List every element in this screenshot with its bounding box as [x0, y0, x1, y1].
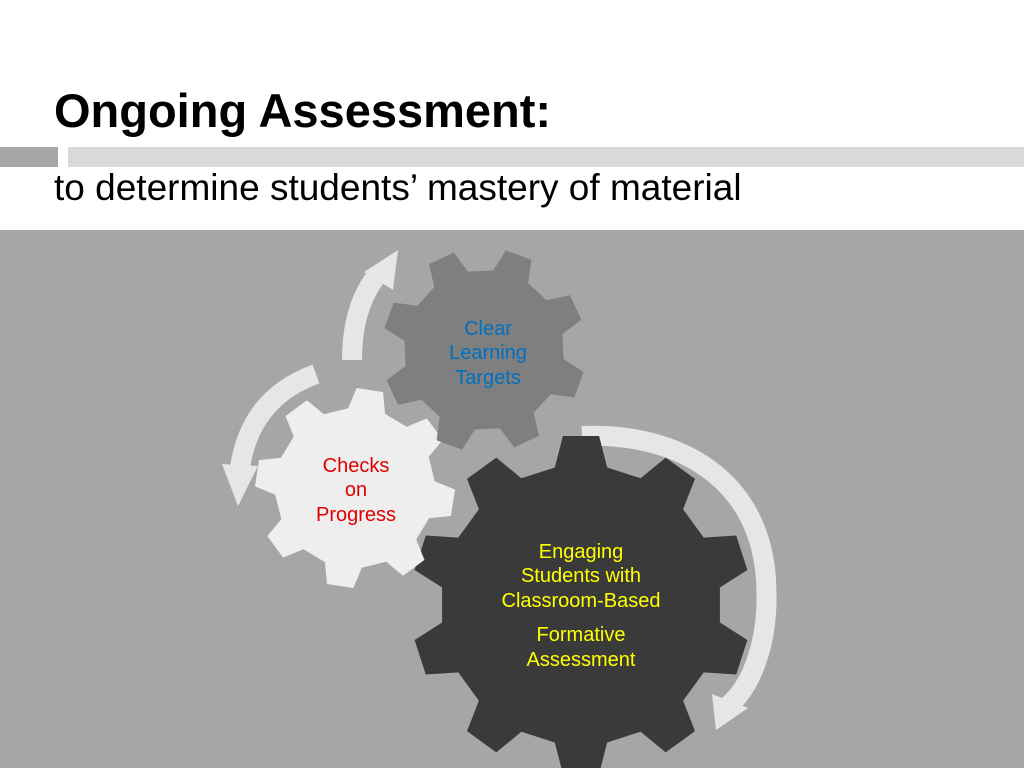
gear-label-line: Targets: [455, 366, 521, 389]
arrow-to-targets: [342, 267, 386, 361]
gear-label-line: Formative: [536, 624, 626, 647]
slide-subtitle: to determine students’ mastery of materi…: [54, 167, 742, 208]
gear-label-line: Progress: [315, 503, 397, 526]
gear-label-line: Learning: [449, 342, 527, 365]
gear-label-checks: Checks on Progress: [286, 454, 426, 527]
gear-checks: [255, 388, 455, 588]
gear-label-line: Clear: [464, 318, 512, 340]
gear-label-engaging: Engaging Students with Classroom-Based F…: [466, 540, 696, 672]
accent-bar-right: [68, 147, 1024, 167]
gears-diagram: [222, 250, 777, 768]
arrow-to-engaging: [581, 425, 777, 714]
gear-engaging: [414, 436, 748, 768]
gear-label-line: Students with: [520, 565, 642, 588]
accent-bar-gap: [58, 147, 68, 167]
slide-title: Ongoing Assessment:: [54, 84, 566, 139]
arrow-to-targets-head: [364, 250, 398, 290]
cycle-arrows: [222, 250, 777, 730]
gear-label-line: Classroom-Based: [501, 589, 661, 612]
gear-targets: [384, 250, 584, 450]
gear-label-line: Assessment: [526, 648, 636, 671]
accent-bar-left: [0, 147, 58, 167]
arrow-to-checks: [230, 364, 320, 470]
gear-label-line: Checks: [322, 455, 390, 477]
diagram-area: Clear Learning Targets Checks on Progres…: [0, 230, 1024, 768]
gear-label-line: Engaging: [538, 541, 624, 563]
arrow-to-checks-head: [222, 464, 258, 506]
gear-label-targets: Clear Learning Targets: [418, 317, 558, 390]
gear-label-line: on: [344, 479, 368, 502]
arrow-to-engaging-head: [712, 694, 748, 730]
